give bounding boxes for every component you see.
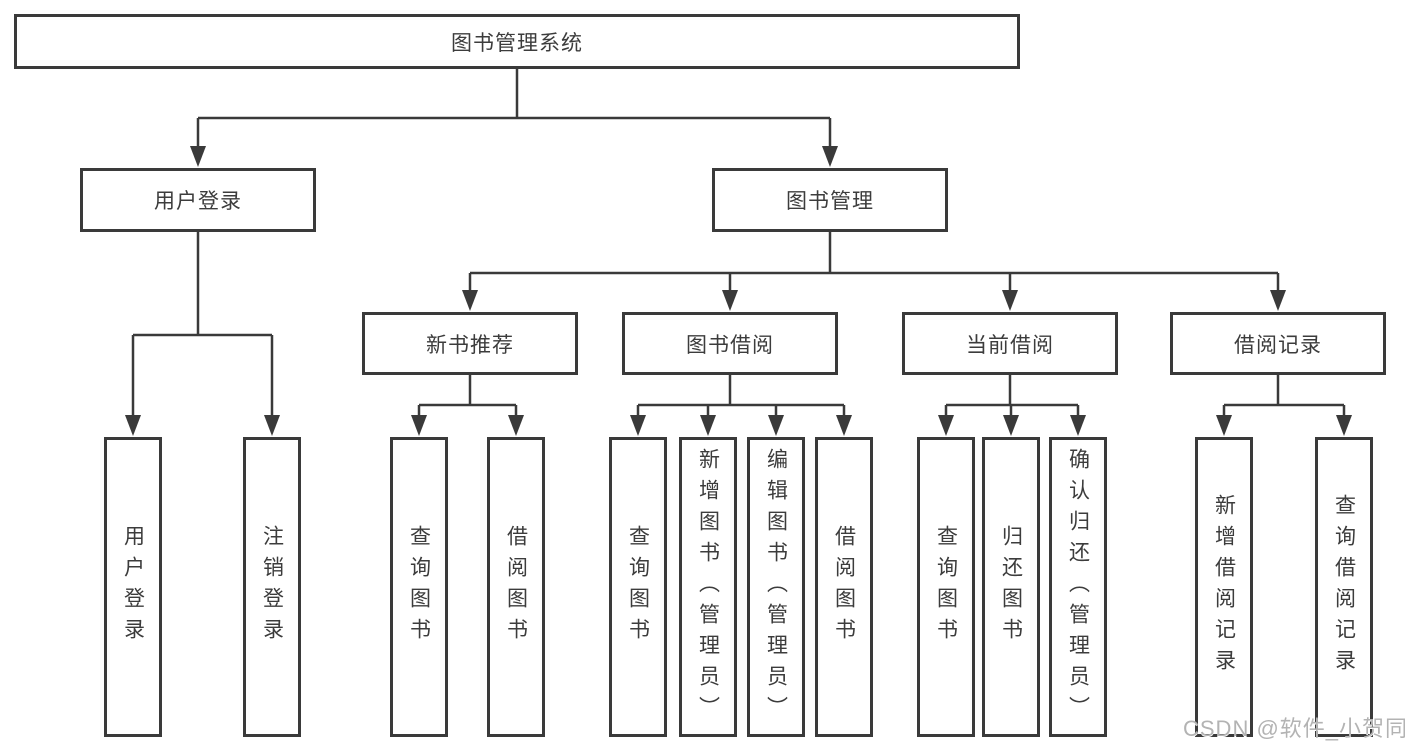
leaf-label: 借阅图书 bbox=[832, 525, 856, 649]
leaf-label: 编辑图书（管理员） bbox=[764, 447, 788, 727]
leaf-confirm-return-admin: 确认归还（管理员） bbox=[1049, 437, 1107, 737]
leaf-label: 注销登录 bbox=[260, 525, 284, 649]
node-current-borrowing: 当前借阅 bbox=[902, 312, 1118, 375]
leaf-label: 查询图书 bbox=[934, 525, 958, 649]
node-user-login: 用户登录 bbox=[80, 168, 316, 232]
watermark: CSDN @软件_小贺同学 bbox=[1183, 716, 1405, 741]
leaf-label: 查询借阅记录 bbox=[1332, 494, 1356, 680]
node-borrowing-records: 借阅记录 bbox=[1170, 312, 1386, 375]
leaf-label: 查询图书 bbox=[626, 525, 650, 649]
leaf-label: 查询图书 bbox=[407, 525, 431, 649]
leaf-user-login: 用户登录 bbox=[104, 437, 162, 737]
leaf-edit-book-admin: 编辑图书（管理员） bbox=[747, 437, 805, 737]
leaf-borrow-books-recommend: 借阅图书 bbox=[487, 437, 545, 737]
node-new-book-recommendation: 新书推荐 bbox=[362, 312, 578, 375]
leaf-label: 用户登录 bbox=[121, 525, 145, 649]
leaf-label: 归还图书 bbox=[999, 525, 1023, 649]
leaf-label: 确认归还（管理员） bbox=[1066, 447, 1090, 727]
leaf-label: 新增借阅记录 bbox=[1212, 494, 1236, 680]
leaf-query-borrow-record: 查询借阅记录 bbox=[1315, 437, 1373, 737]
leaf-query-books-recommend: 查询图书 bbox=[390, 437, 448, 737]
leaf-add-borrow-record: 新增借阅记录 bbox=[1195, 437, 1253, 737]
leaf-query-books-current: 查询图书 bbox=[917, 437, 975, 737]
arrowheads-level2 bbox=[190, 146, 838, 167]
connector-root-to-level2 bbox=[196, 68, 832, 150]
leaf-borrow-books-borrowing: 借阅图书 bbox=[815, 437, 873, 737]
leaf-label: 新增图书（管理员） bbox=[696, 447, 720, 727]
node-book-management: 图书管理 bbox=[712, 168, 948, 232]
leaf-add-book-admin: 新增图书（管理员） bbox=[679, 437, 737, 737]
connector-book-management-to-level3 bbox=[468, 232, 1280, 293]
connector-leaf-groups bbox=[417, 375, 1346, 418]
leaf-return-books: 归还图书 bbox=[982, 437, 1040, 737]
arrowheads-level3 bbox=[462, 290, 1286, 311]
node-library-management-system: 图书管理系统 bbox=[14, 14, 1020, 69]
connector-user-login-group bbox=[131, 232, 274, 418]
leaf-query-books-borrowing: 查询图书 bbox=[609, 437, 667, 737]
node-book-borrowing: 图书借阅 bbox=[622, 312, 838, 375]
leaf-logout: 注销登录 bbox=[243, 437, 301, 737]
leaf-label: 借阅图书 bbox=[504, 525, 528, 649]
arrowheads-leaves bbox=[125, 415, 1352, 436]
